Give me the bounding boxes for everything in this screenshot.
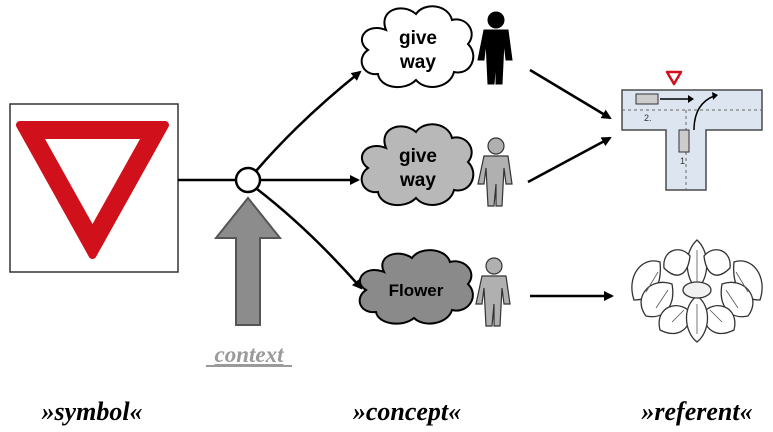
car-1-turn-arrow [693,95,715,131]
concept-text-line2: way [399,170,436,191]
referent-arrow-1 [529,68,612,120]
caption-symbol: »symbol« [40,397,142,426]
concept-text-line2: way [399,52,436,73]
concept-text-flower: Flower [389,281,444,300]
yield-sign-symbol [9,103,179,273]
car-label-2: 2. [644,113,652,123]
thought-cloud [360,123,475,207]
concept-bubble-flower: Flower [358,249,474,325]
concept-bubble-give-way-white: give way [360,5,475,89]
thought-cloud [360,5,475,89]
branch-arrow-flower [256,188,363,290]
yield-sign-inner [45,139,140,224]
petal-mid-left-upper [663,249,691,276]
car-label-1: 1 [680,156,685,166]
caption-referent: »referent« [640,397,752,426]
context-label: context [215,342,285,367]
yield-sign-small [665,70,683,86]
petal-mid-right-upper [703,249,731,276]
caption-concept: »concept« [352,397,461,426]
branch-arrow-give-way-1 [255,70,362,172]
flower-center [682,281,712,299]
lotus-flower-referent [631,239,763,343]
context-node [234,166,262,194]
concept-text-line1: give [399,28,437,49]
person-icon-black [477,11,513,85]
car-2-arrow-head [688,95,694,103]
concept-text-line1: give [399,146,437,167]
car-icon-2 [635,93,659,105]
concept-bubble-give-way-gray: give way [360,123,475,207]
person-icon-gray-1 [477,137,513,207]
thought-cloud [358,249,474,325]
person-icon-gray-2 [475,257,511,327]
context-arrow [213,196,283,326]
car-1-turn-arrow-head [712,92,718,100]
t-junction-referent: 2. 1 [621,70,763,191]
petal-veins [645,250,749,334]
road-shape [621,89,763,191]
referent-arrow-2 [527,136,612,184]
car-icon-1 [678,129,690,153]
